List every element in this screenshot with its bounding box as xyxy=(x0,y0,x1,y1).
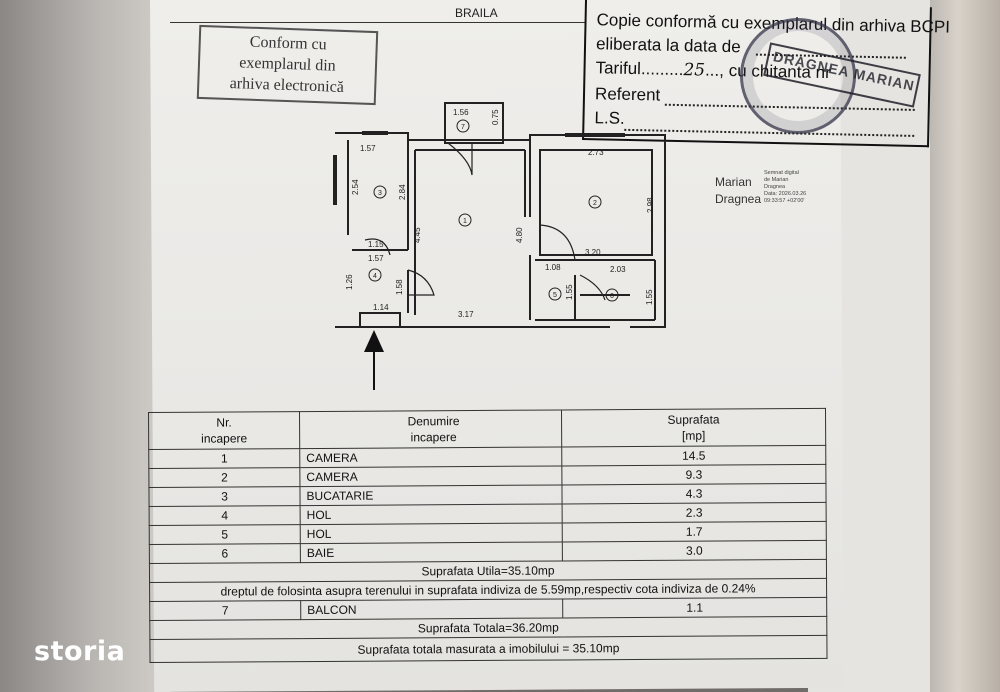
floor-plan: 1 2 3 4 5 6 7 1.56 0.75 1.57 2.73 2.54 2… xyxy=(333,102,666,328)
bcpi-tariff-label: Tariful xyxy=(595,58,642,79)
row-area: 3.0 xyxy=(562,540,827,561)
header-area: Suprafata [mp] xyxy=(561,408,826,447)
dim-3-17: 3.17 xyxy=(458,310,474,319)
room-label-4: 4 xyxy=(373,273,377,280)
dim-1-56: 1.56 xyxy=(453,108,469,117)
balcony-area: 1.1 xyxy=(562,597,827,618)
storia-logo: storia xyxy=(34,636,126,667)
row-nr: 6 xyxy=(149,543,301,564)
table-header-row: Nr. incapere Denumire incapere Suprafata… xyxy=(148,408,826,450)
header-name-line2: incapere xyxy=(410,430,457,445)
header-row xyxy=(170,0,586,23)
row-name: CAMERA xyxy=(299,446,562,468)
row-area: 1.7 xyxy=(562,521,827,542)
row-nr: 4 xyxy=(149,505,301,526)
dim-1-08: 1.08 xyxy=(545,263,561,272)
digital-signature-meta: Semnat digital de Marian Dragnea Data: 2… xyxy=(764,170,824,205)
row-name: HOL xyxy=(300,503,563,525)
measured-area: Suprafata totala masurata a imobilului =… xyxy=(149,635,828,663)
header-name-line1: Denumire xyxy=(407,414,460,429)
desk-background xyxy=(930,0,1000,692)
row-area: 4.3 xyxy=(561,483,827,504)
row-name: BAIE xyxy=(300,541,563,563)
entrance-arrow-shaft xyxy=(373,345,375,390)
header-nr-line1: Nr. xyxy=(216,415,232,430)
row-area: 2.3 xyxy=(562,502,827,523)
signature-meta1: Semnat digital xyxy=(764,170,799,176)
dim-1-57b: 1.57 xyxy=(368,254,384,263)
signature-meta3: Dragnea xyxy=(764,184,786,190)
dim-4-45: 4.45 xyxy=(413,227,422,243)
dim-1-55a: 1.55 xyxy=(565,284,574,300)
round-stamp xyxy=(740,18,856,134)
dim-1-15: 1.15 xyxy=(368,240,384,249)
balcony-name: BALCON xyxy=(300,598,563,620)
room-label-5: 5 xyxy=(553,292,557,299)
room-label-1: 1 xyxy=(463,218,467,225)
dim-2-54: 2.54 xyxy=(351,179,360,195)
row-name: HOL xyxy=(300,522,563,544)
dim-1-58: 1.58 xyxy=(395,279,404,295)
header-name: Denumire incapere xyxy=(299,409,562,449)
dim-2-84: 2.84 xyxy=(398,184,407,200)
conform-stamp: Conform cu exemplarul din arhiva electro… xyxy=(196,24,379,106)
signature-name-line1: Marian xyxy=(715,175,752,189)
dim-4-80: 4.80 xyxy=(515,227,524,243)
room-label-2: 2 xyxy=(593,200,597,207)
header-nr-line2: incapere xyxy=(201,431,248,446)
header-nr: Nr. incapere xyxy=(148,411,300,450)
row-nr: 3 xyxy=(148,486,301,507)
dim-1-55b: 1.55 xyxy=(645,289,654,305)
balcony-nr: 7 xyxy=(149,600,301,621)
dim-1-26: 1.26 xyxy=(345,274,354,290)
bcpi-line2: eliberata la data de xyxy=(595,34,741,57)
row-nr: 5 xyxy=(149,524,301,545)
dim-3-20: 3.20 xyxy=(585,248,601,257)
header-area-line2: [mp] xyxy=(681,428,706,443)
digital-signature-name: Marian Dragnea xyxy=(715,174,761,208)
row-area: 9.3 xyxy=(561,464,826,485)
dim-2-03: 2.03 xyxy=(610,265,626,274)
dim-1-57a: 1.57 xyxy=(360,144,376,153)
signature-meta2: de Marian xyxy=(764,177,789,183)
measured-area-row: Suprafata totala masurata a imobilului =… xyxy=(149,635,828,663)
city-label: BRAILA xyxy=(455,6,498,20)
bcpi-tariff-value: 25 xyxy=(683,60,706,81)
dim-2-73: 2.73 xyxy=(588,148,604,157)
dim-2-98: 2.98 xyxy=(646,197,655,213)
signature-meta5: 09:33:57 +02'00' xyxy=(764,198,805,204)
room-label-3: 3 xyxy=(378,190,382,197)
row-nr: 2 xyxy=(148,467,300,488)
header-area-line1: Suprafata xyxy=(667,412,720,427)
room-label-6: 6 xyxy=(610,293,614,300)
room-label-7: 7 xyxy=(461,124,465,131)
row-name: CAMERA xyxy=(299,465,562,487)
rooms-table: Nr. incapere Denumire incapere Suprafata… xyxy=(148,408,828,663)
left-page-background xyxy=(0,0,170,692)
row-area: 14.5 xyxy=(561,445,826,466)
signature-meta4: Data: 2026.03.26 xyxy=(764,191,807,197)
dim-1-14: 1.14 xyxy=(373,303,389,312)
entrance-arrow-head xyxy=(364,330,384,352)
dim-0-75: 0.75 xyxy=(491,109,500,125)
signature-name-line2: Dragnea xyxy=(715,192,762,206)
row-nr: 1 xyxy=(148,448,300,469)
row-name: BUCATARIE xyxy=(299,484,563,506)
